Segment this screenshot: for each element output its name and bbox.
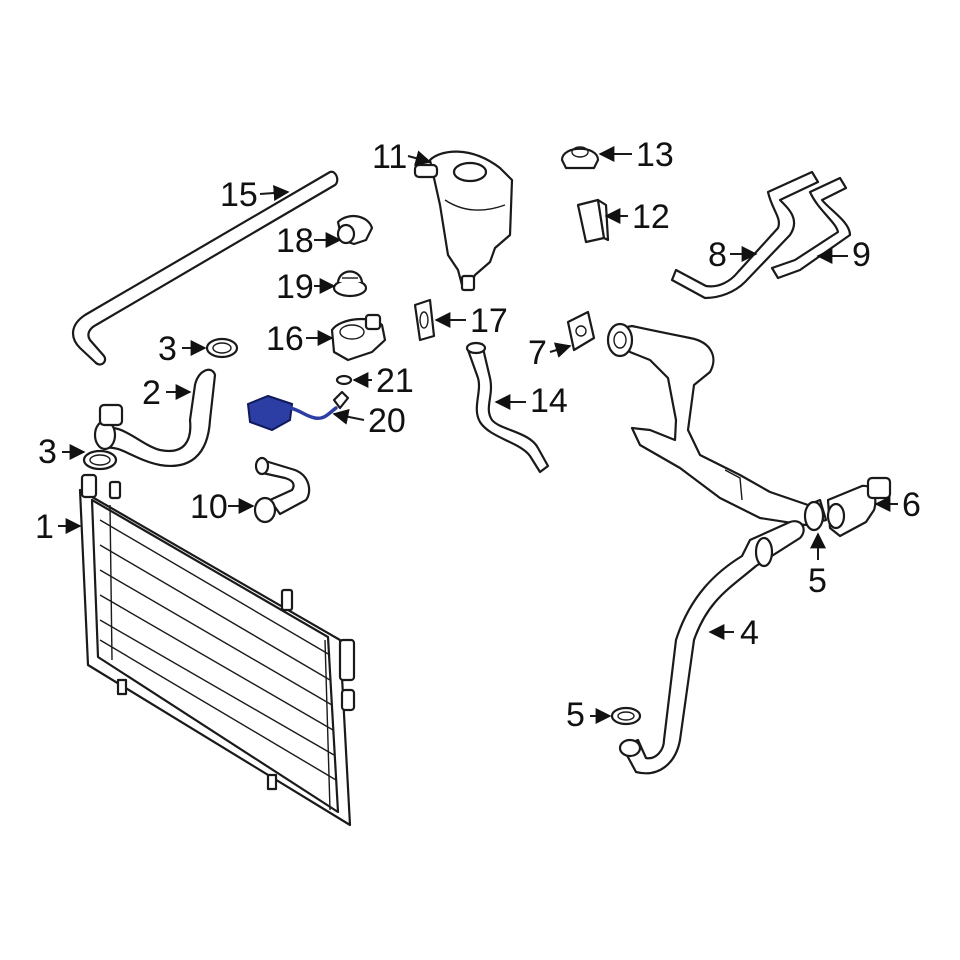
outlet-housing <box>826 476 892 538</box>
mounting-bracket <box>576 198 610 244</box>
upper-radiator-hose <box>93 368 217 467</box>
callout-18: 18 <box>276 222 314 260</box>
callout-1: 1 <box>35 508 54 546</box>
callout-17: 17 <box>470 302 508 340</box>
callout-21: 21 <box>376 362 414 400</box>
callout-5-upper: 5 <box>808 562 827 600</box>
clamp-lower <box>610 706 642 726</box>
callout-5-lower: 5 <box>566 696 585 734</box>
hose-clamp-lower <box>82 449 118 471</box>
reservoir-cap <box>560 146 600 170</box>
o-ring <box>335 374 353 386</box>
callout-19: 19 <box>276 268 314 306</box>
flange-gasket <box>566 310 596 352</box>
thermostat-housing <box>330 313 387 362</box>
callout-16: 16 <box>266 320 304 358</box>
callout-7: 7 <box>528 334 547 372</box>
callout-12: 12 <box>632 198 670 236</box>
water-outlet <box>336 214 374 246</box>
coolant-pipe <box>253 456 311 524</box>
hose-clamp-upper <box>205 337 239 359</box>
lower-radiator-hose <box>618 520 805 775</box>
callout-4: 4 <box>740 614 759 652</box>
callout-2: 2 <box>142 374 161 412</box>
heater-hose <box>465 341 550 474</box>
callout-11: 11 <box>372 138 407 176</box>
callouts: 1 2 3 3 4 5 5 6 7 8 9 10 11 12 13 14 15 <box>35 136 921 734</box>
expansion-tank <box>413 150 514 292</box>
callout-9: 9 <box>852 236 871 274</box>
coolant-level-sensor <box>246 390 350 432</box>
callout-3-lower: 3 <box>38 433 57 471</box>
thermostat <box>332 270 368 298</box>
callout-15: 15 <box>220 176 258 214</box>
heater-outlet-hose <box>770 176 852 280</box>
bypass-hose <box>72 170 339 366</box>
callout-6: 6 <box>902 486 921 524</box>
gasket <box>413 298 436 342</box>
callout-13: 13 <box>636 136 674 174</box>
clamp-upper-right <box>803 500 825 532</box>
heater-inlet-hose <box>670 170 820 300</box>
radiator <box>78 473 356 827</box>
callout-10: 10 <box>190 488 228 526</box>
callout-14: 14 <box>530 382 568 420</box>
coolant-pipe-assembly <box>606 322 828 527</box>
callout-20: 20 <box>368 402 406 440</box>
callout-8: 8 <box>708 236 727 274</box>
callout-3-upper: 3 <box>158 330 177 368</box>
